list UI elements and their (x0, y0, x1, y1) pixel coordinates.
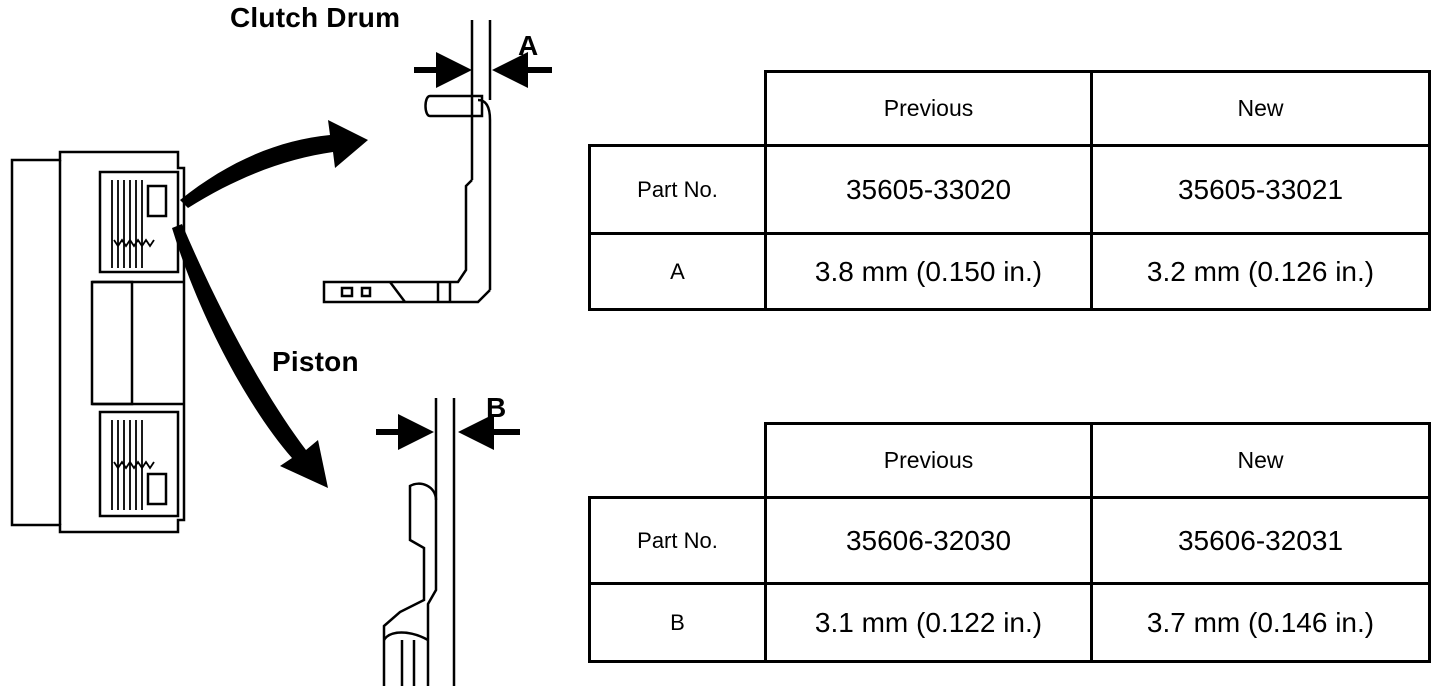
table-header-row: Previous New (589, 70, 1431, 147)
table-row: Part No. 35606-32030 35606-32031 (588, 496, 1431, 585)
row-label: A (588, 232, 767, 311)
header-new: New (1090, 70, 1431, 147)
table-row: Part No. 35605-33020 35605-33021 (588, 144, 1431, 235)
piston-label: Piston (272, 346, 359, 377)
piston-spec-table: Previous New Part No. 35606-32030 35606-… (588, 422, 1431, 663)
leader-arrow-drum (180, 120, 368, 208)
clutch-assembly-section (10, 150, 186, 534)
row-label: B (588, 582, 767, 663)
clutch-drum-detail (322, 20, 492, 304)
table-row: A 3.8 mm (0.150 in.) 3.2 mm (0.126 in.) (588, 232, 1431, 311)
table-corner (589, 423, 767, 499)
table-row: B 3.1 mm (0.122 in.) 3.7 mm (0.146 in.) (588, 582, 1431, 663)
clutch-drum-spec-table: Previous New Part No. 35605-33020 35605-… (588, 70, 1431, 311)
dimension-b-label: B (486, 392, 507, 423)
new-dimension-a: 3.2 mm (0.126 in.) (1090, 232, 1431, 311)
previous-part-number: 35605-33020 (764, 144, 1093, 235)
dimension-a-label: A (518, 30, 539, 61)
new-part-number: 35606-32031 (1090, 496, 1431, 585)
row-label: Part No. (588, 144, 767, 235)
previous-dimension-b: 3.1 mm (0.122 in.) (764, 582, 1093, 663)
previous-part-number: 35606-32030 (764, 496, 1093, 585)
clutch-plates (111, 180, 155, 510)
header-new: New (1090, 422, 1431, 499)
row-label: Part No. (588, 496, 767, 585)
table-corner (589, 71, 767, 147)
piston-detail (382, 398, 456, 686)
new-part-number: 35605-33021 (1090, 144, 1431, 235)
previous-dimension-a: 3.8 mm (0.150 in.) (764, 232, 1093, 311)
header-previous: Previous (764, 70, 1093, 147)
clutch-drum-label: Clutch Drum (230, 2, 401, 33)
header-previous: Previous (764, 422, 1093, 499)
table-header-row: Previous New (589, 422, 1431, 499)
new-dimension-b: 3.7 mm (0.146 in.) (1090, 582, 1431, 663)
leader-arrow-piston (172, 224, 328, 488)
